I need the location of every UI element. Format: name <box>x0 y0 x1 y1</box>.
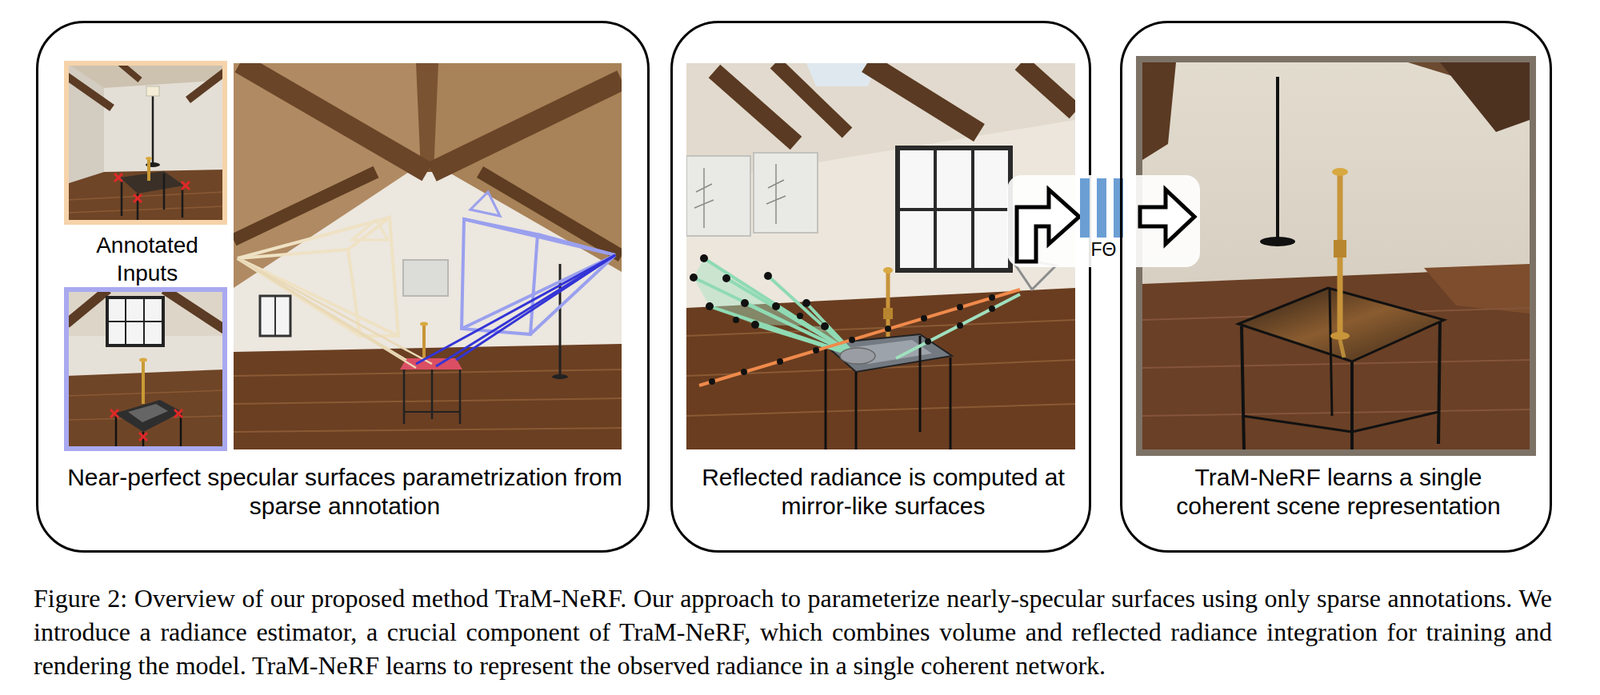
scene-image <box>233 63 622 450</box>
panel: Annotated InputsNear-perfect specular su… <box>36 20 650 553</box>
image-frame <box>66 289 225 449</box>
panel-caption: Near-perfect specular surfaces parametri… <box>64 463 625 521</box>
image-frame <box>66 63 225 223</box>
panel-caption: Reflected radiance is computed at mirror… <box>695 463 1072 521</box>
network-layer <box>1080 178 1090 238</box>
output-arrow <box>1140 189 1195 244</box>
network-label: FΘ <box>1055 239 1152 261</box>
network-layer <box>1096 178 1107 238</box>
figure-caption: Figure 2: Overview of our proposed metho… <box>33 581 1552 683</box>
network-box: FΘ <box>1007 175 1200 268</box>
panel: Reflected radiance is computed at mirror… <box>670 20 1092 553</box>
input-image <box>66 63 225 223</box>
panel: TraM-NeRF learns a single coherent scene… <box>1120 20 1552 553</box>
panel-caption: TraM-NeRF learns a single coherent scene… <box>1154 463 1523 521</box>
inputs-label: Annotated Inputs <box>75 231 220 288</box>
bent-arrow <box>1016 189 1080 262</box>
input-image <box>66 289 225 449</box>
scene-image <box>1142 62 1530 450</box>
